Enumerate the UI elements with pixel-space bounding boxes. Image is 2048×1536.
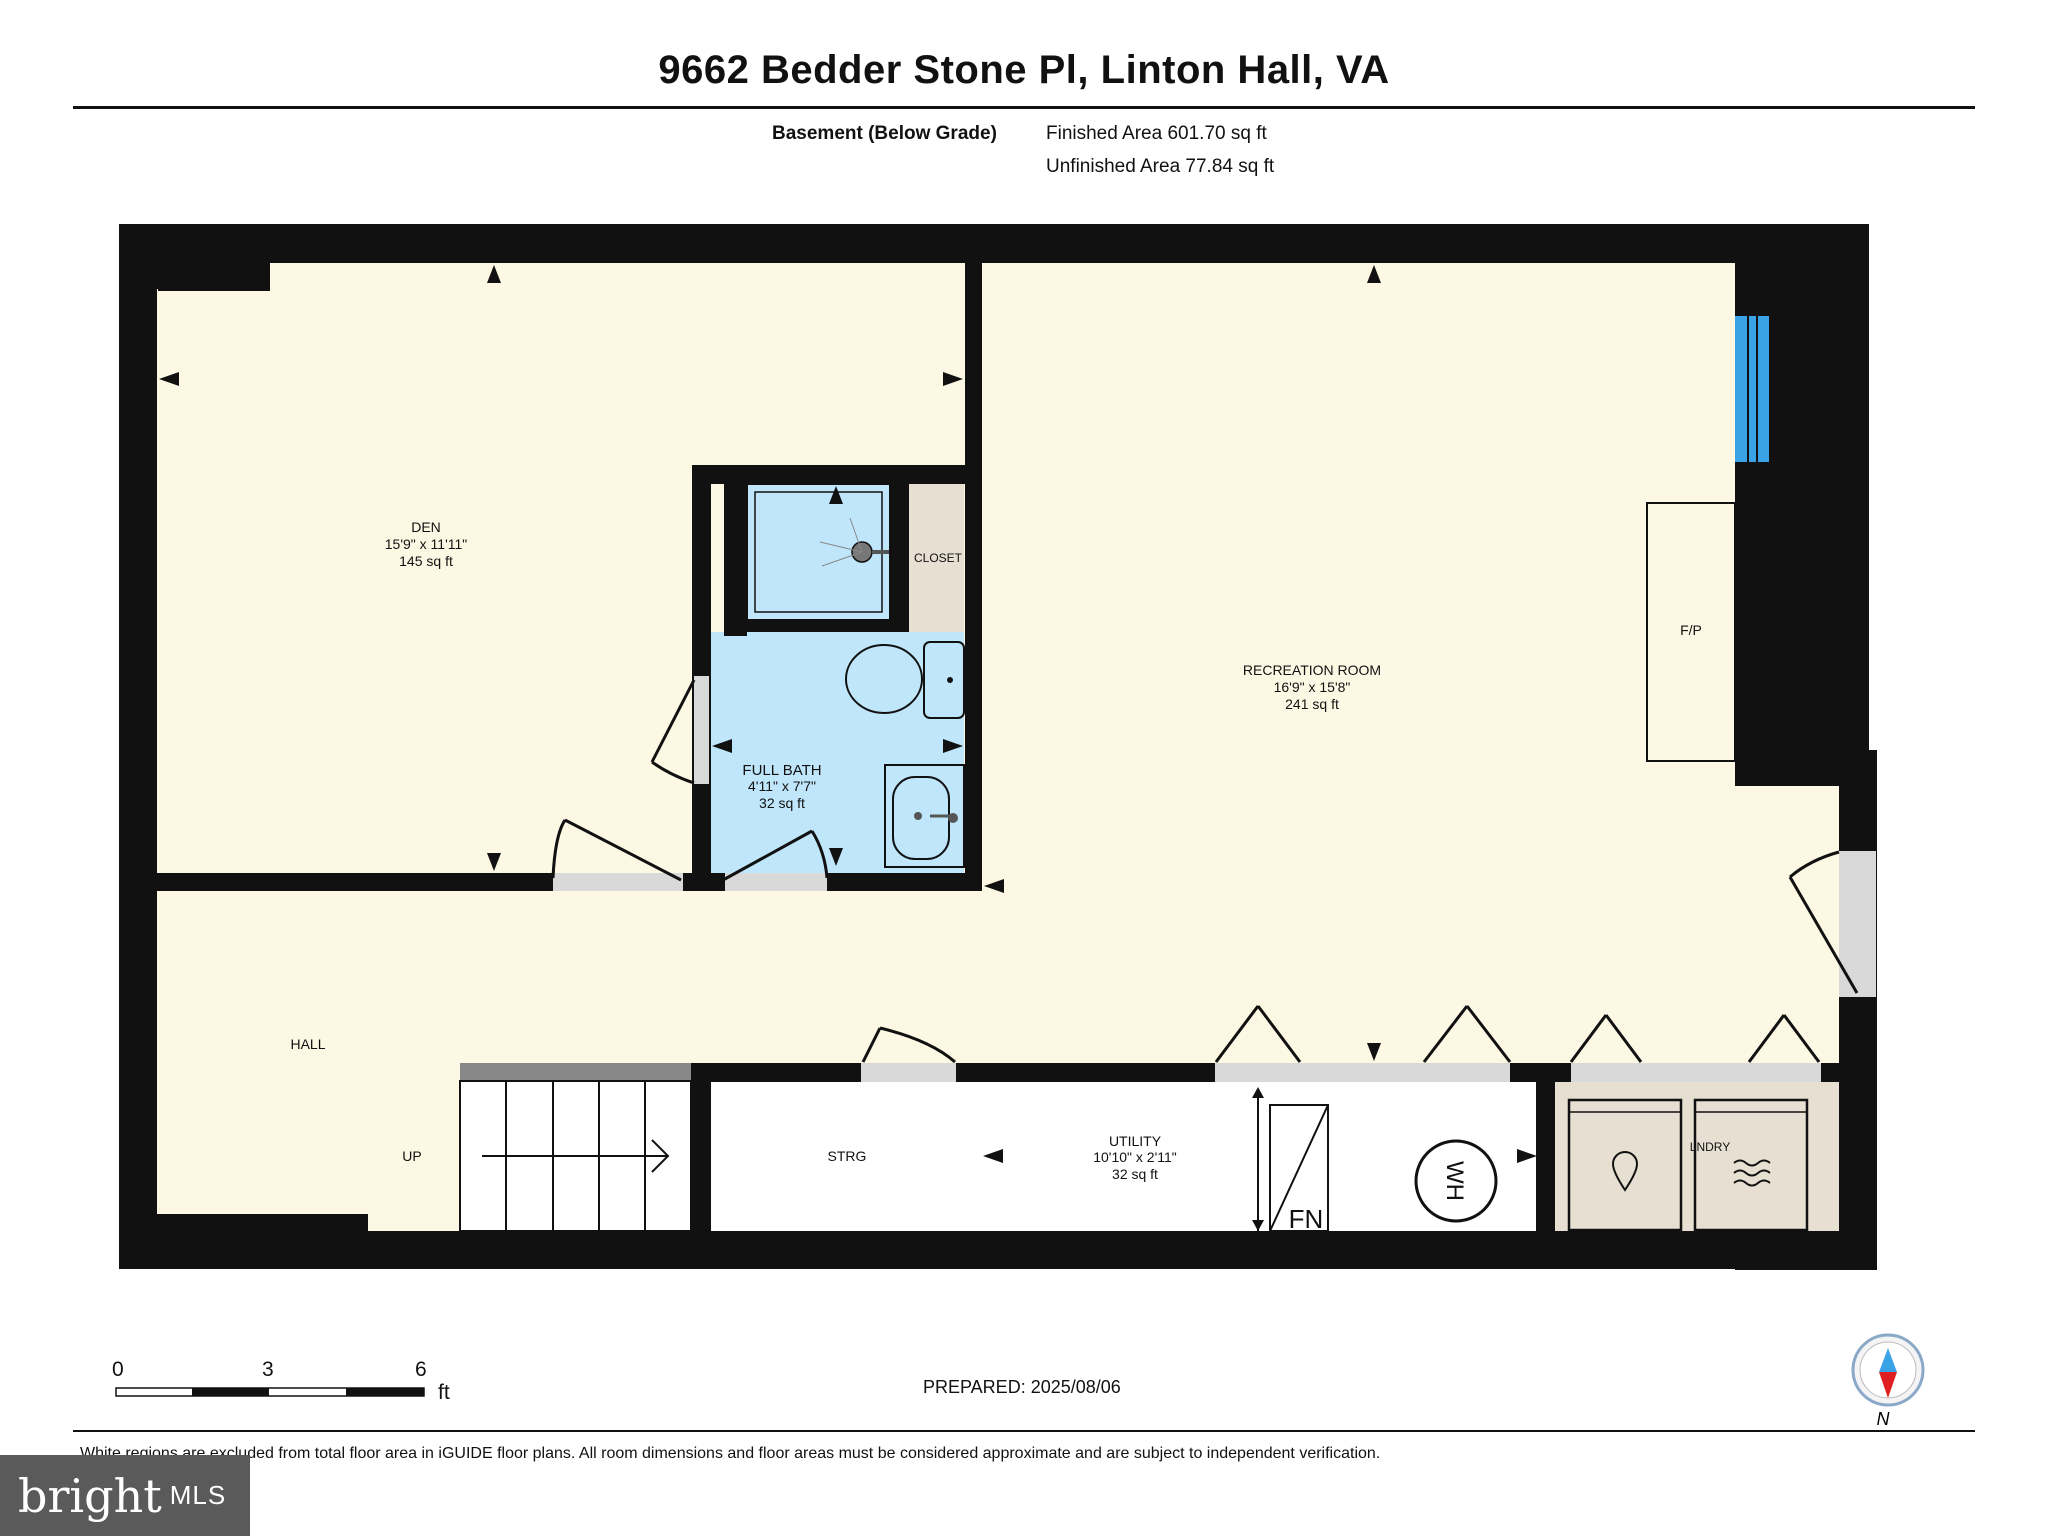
rec-area: 241 sq ft bbox=[1285, 696, 1339, 712]
fp-label: F/P bbox=[1680, 622, 1702, 638]
compass-icon bbox=[1851, 1333, 1925, 1407]
bath-dims: 4'11" x 7'7" bbox=[748, 778, 816, 794]
door-openings bbox=[553, 676, 1876, 1082]
washer-dryer bbox=[1567, 1098, 1809, 1232]
title-rule bbox=[73, 106, 1975, 109]
footer-rule bbox=[73, 1430, 1975, 1432]
brand-logo: bright MLS bbox=[0, 1455, 250, 1536]
den-name: DEN bbox=[411, 519, 441, 535]
water-heater-label: WH bbox=[1441, 1161, 1468, 1201]
toilet bbox=[845, 641, 965, 719]
den-dims: 15'9" x 11'11" bbox=[385, 536, 468, 552]
bath-name: FULL BATH bbox=[742, 762, 821, 779]
logo-suffix: MLS bbox=[169, 1480, 227, 1510]
bath-area: 32 sq ft bbox=[759, 795, 805, 811]
utility-name: UTILITY bbox=[1109, 1133, 1162, 1149]
laundry-name: LNDRY bbox=[1690, 1140, 1730, 1154]
scale-tick-6: 6 bbox=[415, 1358, 427, 1381]
strg-name: STRG bbox=[828, 1148, 867, 1164]
stairs bbox=[459, 1063, 692, 1232]
den-area: 145 sq ft bbox=[399, 553, 453, 569]
shower bbox=[746, 483, 891, 621]
scale-unit: ft bbox=[438, 1381, 450, 1404]
floor-name: Basement (Below Grade) bbox=[772, 123, 997, 144]
utility-area: 32 sq ft bbox=[1112, 1166, 1158, 1182]
scale-bar bbox=[115, 1387, 425, 1397]
unfinished-area: Unfinished Area 77.84 sq ft bbox=[1046, 156, 1275, 177]
dimension-arrows bbox=[159, 265, 1537, 1163]
compass-label: N bbox=[1877, 1409, 1891, 1429]
disclaimer: White regions are excluded from total fl… bbox=[80, 1445, 1381, 1462]
water-heater bbox=[1414, 1139, 1498, 1223]
furnace-label: FN bbox=[1289, 1204, 1324, 1234]
scale-tick-0: 0 bbox=[112, 1358, 124, 1381]
rec-name: RECREATION ROOM bbox=[1243, 662, 1381, 678]
hall-name: HALL bbox=[290, 1036, 325, 1052]
fireplace bbox=[1646, 502, 1736, 762]
furnace bbox=[1252, 1087, 1329, 1232]
page-title: 9662 Bedder Stone Pl, Linton Hall, VA bbox=[658, 48, 1390, 92]
vanity bbox=[884, 764, 965, 868]
prepared-date: PREPARED: 2025/08/06 bbox=[923, 1377, 1121, 1397]
finished-area: Finished Area 601.70 sq ft bbox=[1046, 123, 1267, 144]
logo-brand: bright bbox=[18, 1468, 162, 1523]
scale-tick-3: 3 bbox=[262, 1358, 274, 1381]
closet-name: CLOSET bbox=[914, 551, 963, 565]
stairs-up-label: UP bbox=[402, 1148, 421, 1164]
rec-dims: 16'9" x 15'8" bbox=[1274, 679, 1351, 695]
utility-dims: 10'10" x 2'11" bbox=[1093, 1149, 1177, 1165]
door-swings bbox=[551, 679, 1859, 1064]
window bbox=[1735, 316, 1769, 462]
